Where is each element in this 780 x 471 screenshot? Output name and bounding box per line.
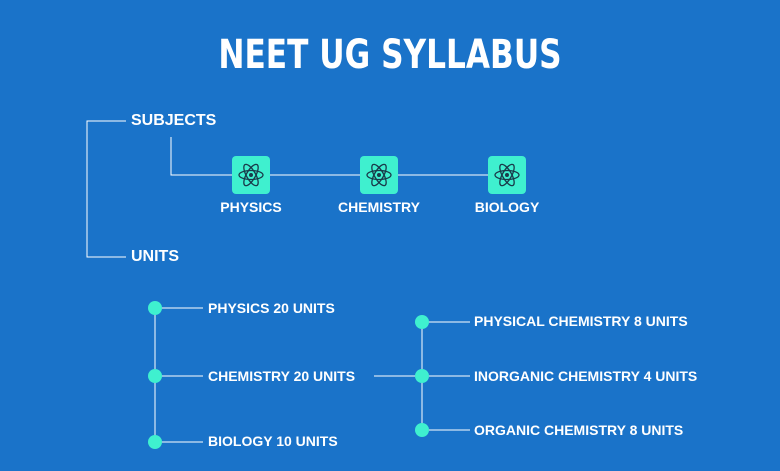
subjects-bracket [86, 120, 126, 258]
subjects-connector [170, 137, 232, 176]
chem-label-physical: PHYSICAL CHEMISTRY 8 UNITS [474, 313, 688, 329]
chem-label-organic: ORGANIC CHEMISTRY 8 UNITS [474, 422, 684, 438]
unit-label-chemistry: CHEMISTRY 20 UNITS [208, 368, 356, 384]
chem-dot-organic [415, 423, 429, 437]
chem-dot-inorganic [415, 369, 429, 383]
chem-label-inorganic: INORGANIC CHEMISTRY 4 UNITS [474, 368, 698, 384]
units-heading: UNITS [131, 248, 179, 265]
page-title: NEET UG SYLLABUS [218, 32, 562, 78]
unit-label-biology: BIOLOGY 10 UNITS [208, 433, 338, 449]
unit-dot-physics [148, 301, 162, 315]
chemistry-atom-icon [360, 156, 398, 194]
subject-label-physics: PHYSICS [220, 199, 282, 215]
subject-label-biology: BIOLOGY [474, 199, 540, 215]
unit-label-physics: PHYSICS 20 UNITS [208, 300, 335, 316]
subjects-heading: SUBJECTS [131, 112, 217, 129]
chem-dot-physical [415, 315, 429, 329]
unit-dot-biology [148, 435, 162, 449]
biology-atom-icon [488, 156, 526, 194]
physics-atom-icon [232, 156, 270, 194]
subject-label-chemistry: CHEMISTRY [338, 199, 420, 215]
unit-dot-chemistry [148, 369, 162, 383]
